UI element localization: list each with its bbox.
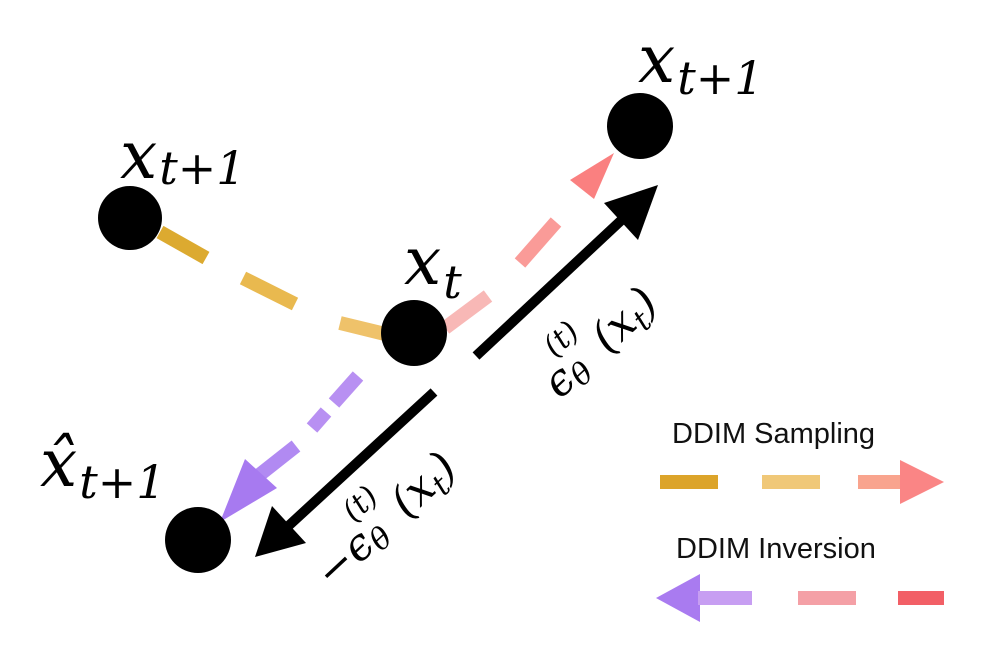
label-center: xt bbox=[404, 223, 462, 309]
svg-text:ϵθ(t)(xt): ϵθ(t)(xt) bbox=[518, 262, 671, 412]
node-center bbox=[381, 300, 447, 366]
legend-inversion-label: DDIM Inversion bbox=[676, 533, 876, 565]
legend-inversion-arrowhead bbox=[656, 574, 700, 622]
node-right-top bbox=[607, 93, 673, 159]
label-epsilon-backward: −ϵθ(t)(xt) bbox=[290, 427, 470, 602]
node-bottom-left bbox=[165, 507, 231, 573]
label-right-top: xt+1 bbox=[638, 21, 764, 105]
label-bottom-left: x̂t+1 bbox=[40, 425, 166, 509]
inversion-arrowhead bbox=[220, 459, 277, 522]
legend-sampling: DDIM Sampling bbox=[660, 418, 944, 504]
legend-sampling-arrowhead bbox=[900, 460, 944, 504]
svg-text:−ϵθ(t)(xt): −ϵθ(t)(xt) bbox=[290, 427, 470, 602]
sampling-path-right bbox=[440, 153, 614, 334]
inversion-path bbox=[220, 371, 364, 522]
node-left-top bbox=[98, 186, 162, 250]
epsilon-forward-arrow bbox=[472, 185, 658, 360]
label-left-top: xt+1 bbox=[120, 117, 246, 195]
legend-inversion: DDIM Inversion bbox=[656, 533, 944, 622]
sampling-path-left bbox=[156, 225, 387, 341]
sampling-arrowhead bbox=[570, 153, 614, 199]
label-epsilon-forward: ϵθ(t)(xt) bbox=[518, 262, 671, 412]
legend-sampling-label: DDIM Sampling bbox=[672, 418, 875, 450]
epsilon-backward-arrow bbox=[255, 388, 438, 557]
